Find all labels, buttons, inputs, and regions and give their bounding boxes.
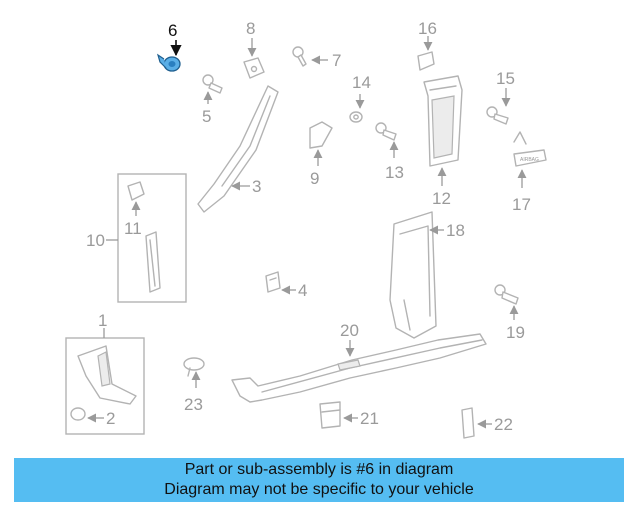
callout-2: 2 xyxy=(106,409,115,428)
part-8-bracket xyxy=(243,57,265,79)
part-16-clip xyxy=(417,51,435,71)
callout-5: 5 xyxy=(202,107,211,126)
part-20-sill-plate xyxy=(231,333,487,403)
callout-21: 21 xyxy=(360,409,379,428)
part-7-bolt xyxy=(292,46,307,67)
callout-8: 8 xyxy=(246,19,255,38)
callout-13: 13 xyxy=(385,163,404,182)
part-2-clip xyxy=(70,407,86,421)
callout-17: 17 xyxy=(512,195,531,214)
callout-22: 22 xyxy=(494,415,513,434)
callout-3: 3 xyxy=(252,177,261,196)
part-3-pillar-trim xyxy=(197,85,279,213)
callout-15: 15 xyxy=(496,69,515,88)
part-14-bolt xyxy=(349,111,363,123)
part-4-clip xyxy=(265,271,281,293)
group-10-box xyxy=(117,173,187,303)
part-17-airbag-emblem: AIRBAG xyxy=(513,131,547,167)
part-12-upper-pillar-trim xyxy=(423,75,463,167)
callout-16: 16 xyxy=(418,19,437,38)
callout-19: 19 xyxy=(506,323,525,342)
callout-11: 11 xyxy=(124,219,142,238)
callout-14: 14 xyxy=(352,73,371,92)
banner-line-1: Part or sub-assembly is #6 in diagram xyxy=(184,461,454,478)
callout-20: 20 xyxy=(340,321,359,340)
part-15-bolt xyxy=(486,106,509,125)
callout-12: 12 xyxy=(432,189,451,208)
part-18-lower-pillar-trim xyxy=(389,211,437,339)
part-6-bolt[interactable] xyxy=(156,53,181,72)
part-23-grommet xyxy=(183,357,205,377)
callout-9: 9 xyxy=(310,169,319,188)
callout-10: 10 xyxy=(86,231,105,250)
part-22-clip xyxy=(461,407,475,439)
banner-line-2: Diagram may not be specific to your vehi… xyxy=(164,481,474,498)
part-21-clip xyxy=(319,401,341,429)
callout-6: 6 xyxy=(168,21,177,40)
part-13-bolt xyxy=(375,122,397,141)
callout-4: 4 xyxy=(298,281,307,300)
part-19-bolt xyxy=(494,284,519,305)
airbag-mark: AIRBAG xyxy=(520,157,539,163)
part-5-bolt xyxy=(202,74,223,94)
part-9-clip xyxy=(309,121,333,149)
group-1-box xyxy=(65,337,145,435)
part-11-clip xyxy=(127,181,145,201)
callout-23: 23 xyxy=(184,395,203,414)
callout-1: 1 xyxy=(98,311,107,330)
info-banner: Part or sub-assembly is #6 in diagram Di… xyxy=(14,458,624,502)
callout-7: 7 xyxy=(332,51,341,70)
callout-18: 18 xyxy=(446,221,465,240)
